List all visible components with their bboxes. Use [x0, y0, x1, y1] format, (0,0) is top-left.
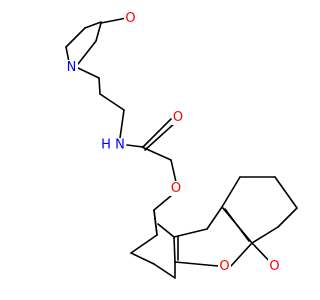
lactam-oxygen-label: O: [125, 11, 135, 26]
bond-line: [98, 77, 101, 95]
bond-line: [130, 234, 158, 254]
bond-line: [173, 228, 208, 238]
bond-line: [206, 206, 223, 230]
molecule-structure-diagram: O N N H O O O O: [65, 11, 298, 279]
bond-line: [277, 207, 298, 228]
bond-line: [65, 27, 86, 48]
bond-line: [153, 194, 173, 211]
double-bond-line: [153, 209, 158, 236]
bond-line: [221, 176, 241, 208]
amide-oxygen-label: O: [173, 110, 183, 125]
bond-line: [142, 118, 172, 148]
bond-line: [157, 223, 175, 238]
bond-line: [170, 159, 177, 183]
bond-line: [95, 22, 102, 42]
bond-line: [100, 17, 125, 24]
atom-label-layer: O N N H O O O O: [65, 11, 281, 274]
bond-layer: [65, 17, 298, 279]
bond-line: [173, 236, 176, 263]
bond-line: [174, 261, 219, 267]
lactam-nitrogen-label: N: [67, 60, 77, 75]
amide-nitrogen-label: N: [115, 138, 125, 153]
bond-line: [119, 109, 125, 139]
bond-line: [65, 46, 70, 63]
ring-oxygen-label: O: [219, 259, 229, 274]
bond-line: [77, 67, 100, 79]
double-bond-line: [224, 208, 250, 242]
ether-oxygen-label: O: [171, 181, 181, 196]
bond-line: [84, 21, 102, 29]
bond-line: [99, 93, 125, 111]
bond-line: [153, 263, 176, 279]
bond-line: [126, 144, 144, 148]
lactone-carbonyl-oxygen-label: O: [269, 259, 279, 274]
amide-hydrogen-label: H: [101, 138, 111, 153]
bond-line: [130, 252, 155, 265]
bond-line: [230, 242, 253, 267]
double-bond-line: [144, 121, 177, 151]
bond-line: [251, 226, 279, 244]
bond-line: [274, 176, 298, 209]
bond-line: [77, 40, 97, 65]
